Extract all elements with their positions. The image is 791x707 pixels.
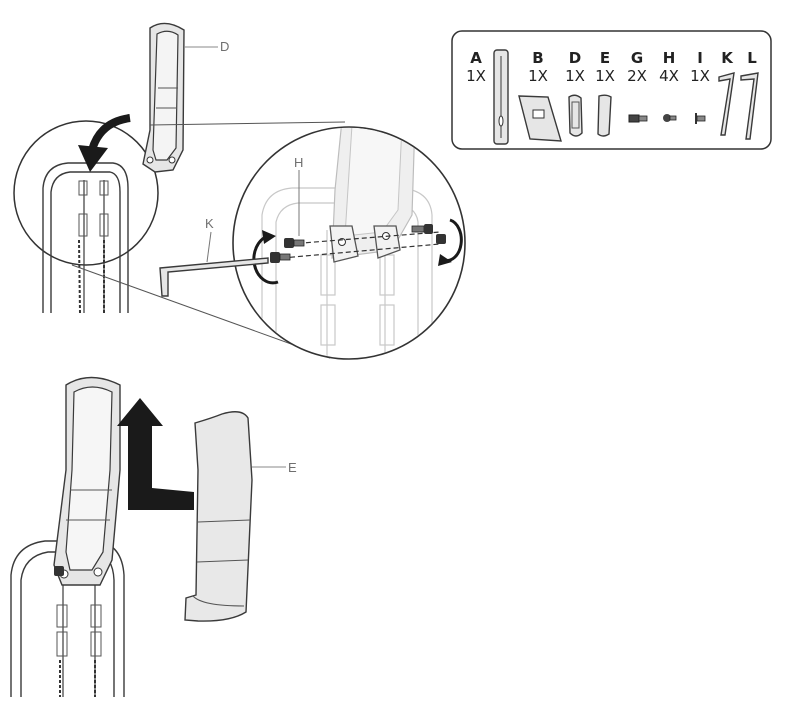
rotate-arrow-right-icon xyxy=(438,218,463,266)
rotate-arrow-left-icon xyxy=(252,230,279,285)
part-d-bracket-top xyxy=(142,22,185,173)
part-h-icon xyxy=(663,114,677,122)
zoom-line-top xyxy=(149,121,346,126)
part-i-letter: I xyxy=(697,49,703,67)
part-i-icon xyxy=(695,113,706,124)
part-g-letter: G xyxy=(631,49,643,67)
part-e-icon xyxy=(597,94,612,137)
part-d-qty: 1X xyxy=(565,67,585,85)
part-a-icon xyxy=(493,49,509,145)
part-e-qty: 1X xyxy=(595,67,615,85)
zoom-line-bottom xyxy=(71,264,331,359)
part-b-icon xyxy=(518,95,562,142)
part-k-letter: K xyxy=(721,49,734,67)
part-h-letter: H xyxy=(663,49,676,67)
part-e-cover xyxy=(184,411,253,622)
part-l-letter: L xyxy=(747,49,757,67)
label-k-leader xyxy=(206,231,212,263)
screw-h-right-icon xyxy=(411,224,433,234)
part-e-letter: E xyxy=(600,49,610,67)
part-i-qty: 1X xyxy=(690,67,710,85)
screw-h-left-icon xyxy=(284,238,305,248)
parts-list: A 1X B 1X D 1X E 1X G 2X H 4X I 1X K L xyxy=(466,49,757,85)
part-a-letter: A xyxy=(470,49,482,67)
screw-h-right-lower-icon xyxy=(436,234,446,244)
part-k-icon xyxy=(718,72,735,136)
curved-arrow-icon xyxy=(78,114,131,172)
part-l-icon xyxy=(740,72,759,140)
screw-h-left-lower-icon xyxy=(270,252,291,263)
part-h-qty: 4X xyxy=(659,67,679,85)
part-g-qty: 2X xyxy=(627,67,647,85)
label-e: E xyxy=(288,460,297,475)
part-a-qty: 1X xyxy=(466,67,486,85)
label-d: D xyxy=(220,39,229,54)
part-b-qty: 1X xyxy=(528,67,548,85)
up-arrow-icon xyxy=(117,398,194,510)
part-d-bracket-mounted xyxy=(53,376,121,586)
label-k: K xyxy=(205,216,214,231)
detail-zoom-circle xyxy=(232,126,466,360)
allen-key-k-icon xyxy=(159,257,269,297)
part-g-icon xyxy=(628,114,648,123)
part-b-letter: B xyxy=(532,49,543,67)
label-h: H xyxy=(294,155,303,170)
part-d-letter: D xyxy=(569,49,581,67)
part-d-icon xyxy=(568,94,583,137)
